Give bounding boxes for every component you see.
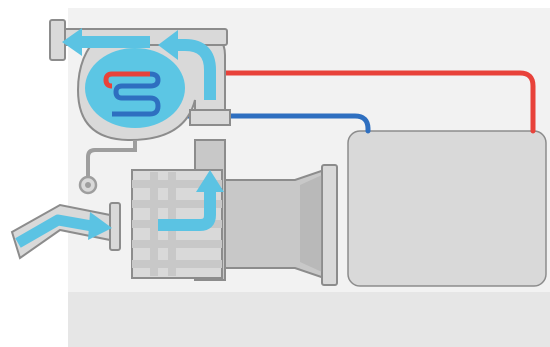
exhaust-flow-head [62, 28, 82, 56]
drain-line [86, 140, 137, 178]
riser-flow [158, 190, 216, 231]
heat-exchange-coil-hot [103, 71, 150, 89]
hot-line [147, 70, 536, 134]
intake-flow [15, 214, 93, 248]
storage-tank [347, 130, 547, 287]
return-flow [175, 39, 216, 100]
inlet-pipe [10, 202, 121, 260]
intake-flow-head [88, 212, 112, 240]
return-flow-head [158, 30, 178, 60]
drain-valve-core [85, 182, 91, 188]
cold-line [147, 113, 371, 134]
riser-flow-head [196, 170, 224, 192]
background-panel-lower [68, 292, 550, 347]
heat-exchange-coil [112, 71, 161, 117]
